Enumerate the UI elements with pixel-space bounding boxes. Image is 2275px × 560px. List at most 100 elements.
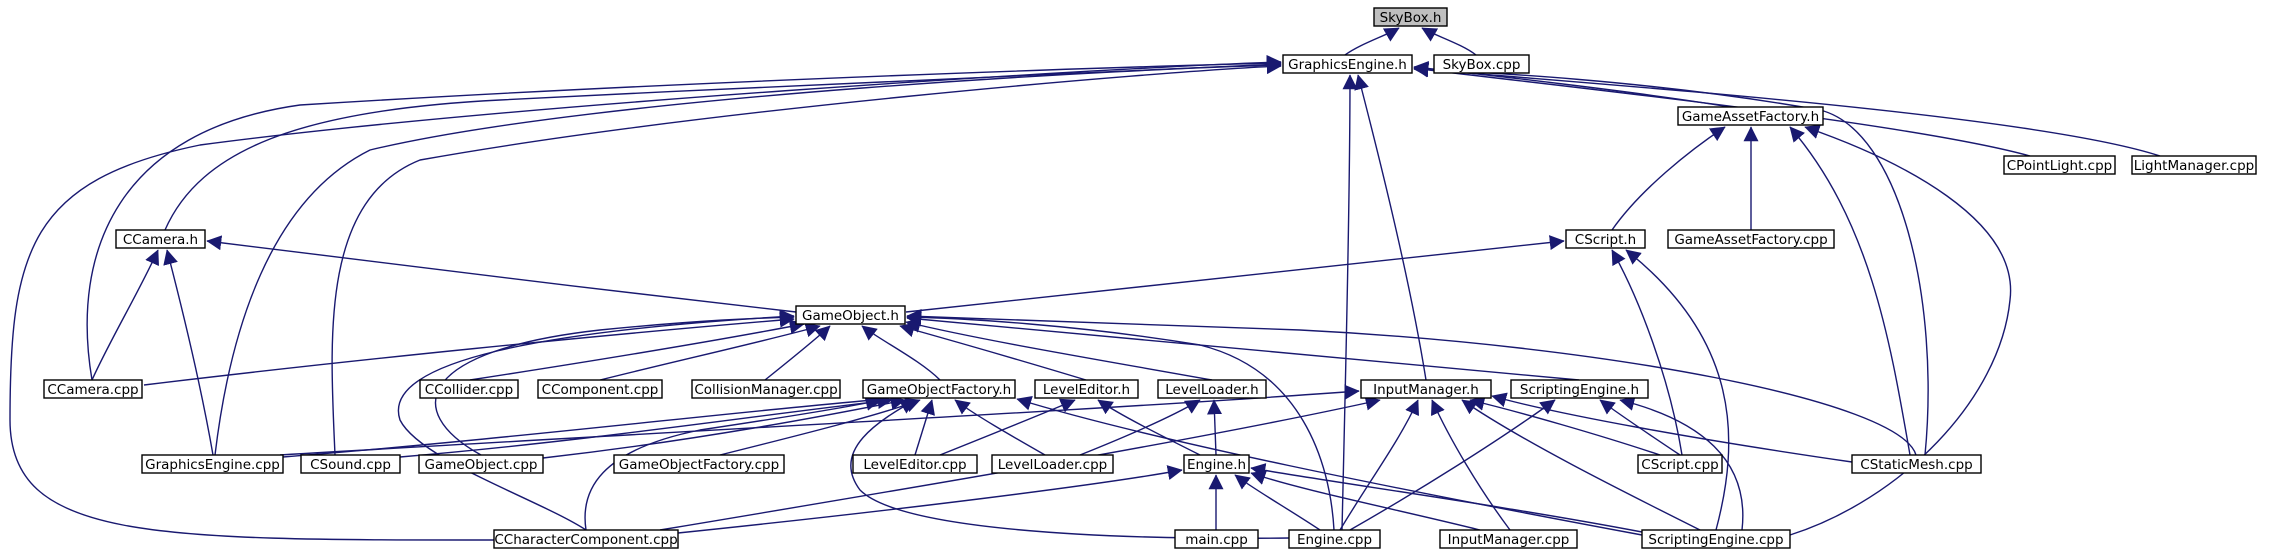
node-label: ScriptingEngine.cpp [1648,532,1783,548]
edge-skybox_cpp-to-skybox_h [1421,27,1477,56]
node-label: Engine.cpp [1297,532,1372,548]
node-box [1667,229,1835,249]
edge-cscript_cpp-to-cscript_h [1611,249,1683,456]
edge-scriptingengine_cpp-to-gameassetfactory_h [1789,124,2012,536]
node-label: InputManager.cpp [1448,532,1570,548]
node-box [1510,379,1649,399]
node-label: CCollider.cpp [425,382,513,398]
edge-ccharactercomponent_cpp-to-gameobjectfactory_h [584,396,881,531]
node-label: CollisionManager.cpp [694,382,837,398]
edge-engine_cpp-to-graphicsengine_h [1341,74,1358,531]
edge-levelloader_cpp-to-levelloader_h [1079,399,1201,456]
node-collisionmanager_cpp[interactable]: CollisionManager.cpp [691,379,841,399]
node-gameobject_cpp[interactable]: GameObject.cpp [418,454,544,474]
node-levelloader_cpp[interactable]: LevelLoader.cpp [991,454,1114,474]
node-box [852,454,978,474]
edge-inputmanager_cpp-to-inputmanager_h [1431,399,1511,531]
node-label: GameObjectFactory.cpp [619,457,779,473]
node-label: GameObject.h [802,308,899,324]
node-label: LevelEditor.cpp [863,457,966,473]
node-box [862,379,1016,399]
node-csound_cpp[interactable]: CSound.cpp [300,454,401,474]
node-lightmanager_cpp[interactable]: LightManager.cpp [2131,155,2257,175]
edge-cscript_cpp-to-inputmanager_h [1469,396,1661,456]
node-ccomponent_cpp[interactable]: CComponent.cpp [537,379,663,399]
edge-graphicsengine_cpp-to-graphicsengine_h [214,57,1282,456]
node-scriptingengine_h[interactable]: ScriptingEngine.h [1510,379,1649,399]
node-ccharactercomponent_cpp[interactable]: CCharacterComponent.cpp [493,529,679,549]
edge-ccharactercomponent_cpp-to-graphicsengine_h [9,54,1282,541]
edge-cstaticmesh_cpp-to-gameobject_h [906,309,1917,456]
node-skybox_h[interactable]: SkyBox.h [1373,7,1448,27]
edge-graphicsengine_cpp-to-ccamera_h [163,249,214,456]
edge-csound_cpp-to-graphicsengine_h [331,59,1282,456]
edge-engine_cpp-to-engine_h [1234,474,1321,531]
edge-ccamera_cpp-to-graphicsengine_h [86,55,1282,381]
node-label: LevelEditor.h [1043,382,1130,398]
edge-graphicsengine_cpp-to-gameobjectfactory_h [282,392,886,458]
edge-engine_cpp-to-scriptingengine_h [1349,399,1556,531]
node-box [2003,155,2116,175]
edge-scriptingengine_cpp-to-engine_h [1250,463,1643,533]
node-label: GraphicsEngine.h [1288,57,1407,73]
edge-csound_cpp-to-gameobjectfactory_h [399,394,893,458]
node-label: CScript.cpp [1641,457,1718,473]
node-box [115,229,206,249]
node-label: LevelLoader.cpp [998,457,1108,473]
edge-graphicsengine_cpp-to-inputmanager_h [279,384,1360,456]
node-box [1282,54,1413,74]
edge-ccamera_cpp-to-gameobject_h [143,312,795,386]
edge-scriptingengine_cpp-to-gameobjectfactory_h [1016,396,1643,536]
edge-levelloader_h-to-gameobject_h [905,318,1213,381]
node-levelloader_h[interactable]: LevelLoader.h [1157,379,1267,399]
edge-scriptingengine_cpp-to-scriptingengine_h [1619,396,1744,531]
edge-ccharactercomponent_cpp-to-engine_h [677,465,1183,534]
node-engine_cpp[interactable]: Engine.cpp [1288,529,1381,549]
node-leveleditor_cpp[interactable]: LevelEditor.cpp [852,454,978,474]
node-gameassetfactory_cpp[interactable]: GameAssetFactory.cpp [1667,229,1835,249]
node-cpointlight_cpp[interactable]: CPointLight.cpp [2003,155,2116,175]
edge-graphicsengine_h-to-skybox_h [1344,27,1400,56]
edge-inputmanager_h-to-graphicsengine_h [1354,74,1427,381]
node-box [300,454,401,474]
node-cstaticmesh_cpp[interactable]: CStaticMesh.cpp [1851,454,1982,474]
node-label: ScriptingEngine.h [1520,382,1639,398]
node-label: LightManager.cpp [2134,158,2254,174]
node-gameassetfactory_h[interactable]: GameAssetFactory.h [1677,106,1824,126]
node-ccollider_cpp[interactable]: CCollider.cpp [419,379,519,399]
node-gameobject_h[interactable]: GameObject.h [795,305,906,325]
node-ccamera_h[interactable]: CCamera.h [115,229,206,249]
node-main_cpp[interactable]: main.cpp [1174,529,1259,549]
node-inputmanager_cpp[interactable]: InputManager.cpp [1439,529,1578,549]
node-box [795,305,906,325]
node-ccamera_cpp[interactable]: CCamera.cpp [43,379,143,399]
node-box [1183,454,1250,474]
node-label: SkyBox.h [1380,10,1442,26]
node-graphicsengine_cpp[interactable]: GraphicsEngine.cpp [141,454,284,474]
edge-cscript_h-to-gameassetfactory_h [1611,126,1726,231]
node-box [1360,379,1492,399]
node-engine_h[interactable]: Engine.h [1183,454,1250,474]
edge-ccomponent_cpp-to-gameobject_h [599,322,821,381]
node-cscript_h[interactable]: CScript.h [1565,229,1646,249]
node-scriptingengine_cpp[interactable]: ScriptingEngine.cpp [1641,529,1791,549]
node-label: CCamera.cpp [47,382,138,398]
edge-leveleditor_cpp-to-gameobjectfactory_h [914,399,935,456]
node-leveleditor_h[interactable]: LevelEditor.h [1034,379,1139,399]
node-box [1641,529,1791,549]
node-label: CPointLight.cpp [2007,158,2113,174]
node-label: CScript.h [1575,232,1636,248]
node-gameobjectfactory_h[interactable]: GameObjectFactory.h [862,379,1016,399]
node-label: GraphicsEngine.cpp [145,457,280,473]
node-box [493,529,679,549]
node-gameobjectfactory_cpp[interactable]: GameObjectFactory.cpp [613,454,785,474]
edge-collisionmanager_cpp-to-gameobject_h [764,325,831,381]
node-skybox_cpp[interactable]: SkyBox.cpp [1433,54,1530,74]
node-inputmanager_h[interactable]: InputManager.h [1360,379,1492,399]
node-graphicsengine_h[interactable]: GraphicsEngine.h [1282,54,1413,74]
node-cscript_cpp[interactable]: CScript.cpp [1637,454,1723,474]
edge-inputmanager_cpp-to-engine_h [1250,470,1481,531]
node-box [613,454,785,474]
node-box [1565,229,1646,249]
